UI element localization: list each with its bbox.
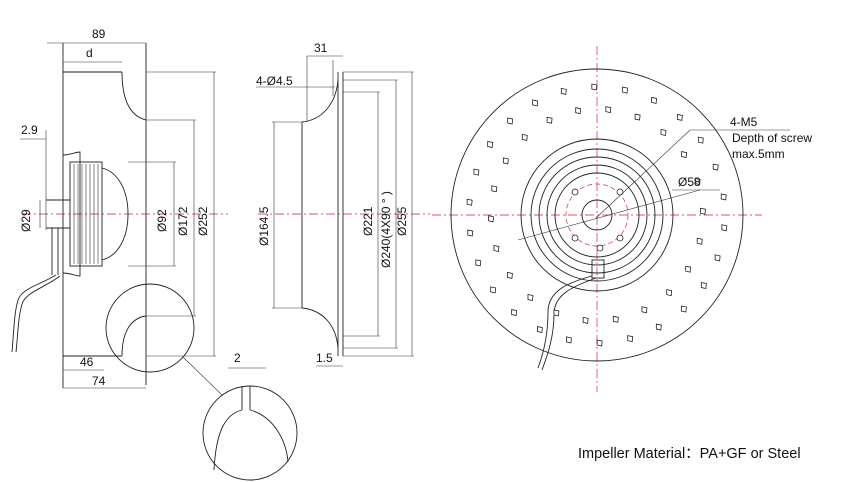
impeller-outer bbox=[450, 68, 744, 362]
cable bbox=[11, 274, 57, 353]
blade-marker bbox=[712, 163, 719, 171]
blade-marker bbox=[720, 193, 727, 201]
dim-31: 31 bbox=[314, 41, 328, 55]
dim-ring-dia: Ø172 bbox=[176, 206, 190, 236]
dim-inlet-dia: Ø164.5 bbox=[257, 206, 271, 246]
blade-marker bbox=[566, 336, 572, 344]
blade-marker bbox=[700, 207, 706, 215]
blade-marker bbox=[714, 254, 721, 262]
blade-marker bbox=[532, 99, 539, 107]
blade-marker bbox=[473, 168, 480, 176]
blade-marker bbox=[685, 265, 692, 273]
dim-255: Ø255 bbox=[395, 206, 409, 236]
blade-marker bbox=[490, 286, 497, 294]
front-view: 4-M5 Depth of screw max.5mm Ø58 bbox=[432, 46, 812, 392]
blade-marker bbox=[605, 106, 612, 114]
blade-marker bbox=[596, 339, 603, 347]
blade-marker bbox=[491, 185, 498, 193]
blade-marker bbox=[680, 305, 687, 313]
screw-holes bbox=[571, 188, 624, 252]
dim-holes: 4-Ø4.5 bbox=[256, 74, 293, 88]
blade-marker bbox=[502, 157, 509, 165]
blade-marker bbox=[634, 113, 641, 121]
blade-marker bbox=[694, 178, 701, 186]
blade-marker bbox=[507, 117, 514, 125]
side-view: 89 d 2.9 Ø29 Ø92 Ø172 Ø252 46 74 bbox=[11, 27, 228, 396]
blade-marker bbox=[536, 326, 543, 334]
blade-marker bbox=[622, 86, 628, 94]
callout-depth-line1: Depth of screw bbox=[732, 131, 812, 145]
dim-221: Ø221 bbox=[361, 206, 375, 236]
dim-58: Ø58 bbox=[678, 175, 701, 189]
blade-marker bbox=[660, 128, 667, 136]
blade-marker bbox=[612, 315, 619, 323]
dim-46: 46 bbox=[80, 355, 94, 369]
dim-240: Ø240(4X90 ° ) bbox=[379, 191, 393, 268]
blade-marker bbox=[591, 83, 598, 91]
dim-hub-offset: 2.9 bbox=[21, 123, 38, 137]
dim-detail-2: 2 bbox=[234, 351, 241, 365]
blade-marker bbox=[627, 335, 634, 343]
callout-screws: 4-M5 bbox=[730, 115, 758, 129]
dim-74: 74 bbox=[92, 374, 106, 388]
dim-1-5: 1.5 bbox=[316, 351, 333, 365]
blade-marker bbox=[666, 289, 673, 297]
blade-marker bbox=[575, 107, 582, 115]
blade-marker bbox=[700, 282, 707, 289]
material-caption: Impeller Material：PA+GF or Steel bbox=[578, 446, 801, 462]
blade-marker bbox=[527, 294, 534, 302]
blade-marker bbox=[467, 229, 474, 237]
blade-marker bbox=[721, 224, 728, 232]
detail-view: 2 bbox=[202, 351, 298, 481]
blade-marker bbox=[641, 306, 648, 314]
blade-marker bbox=[475, 259, 482, 267]
inlet-ring-view: 31 4-Ø4.5 Ø164.5 Ø221 Ø240(4X90 ° ) Ø255… bbox=[256, 41, 430, 367]
callout-depth-line2: max.5mm bbox=[732, 147, 785, 161]
blade-marker bbox=[493, 244, 500, 252]
dim-overall-width: 89 bbox=[92, 27, 106, 41]
blade-marker bbox=[487, 141, 494, 148]
blade-marker bbox=[697, 136, 704, 144]
blade-marker bbox=[676, 113, 683, 121]
blade-marker bbox=[521, 133, 528, 141]
blade-marker bbox=[466, 198, 473, 206]
blade-marker bbox=[553, 309, 560, 317]
dim-outer-dia: Ø252 bbox=[196, 206, 210, 236]
blade-marker bbox=[511, 309, 518, 317]
blade-marker bbox=[696, 237, 703, 245]
blade-markers-inner bbox=[488, 106, 706, 324]
blade-marker bbox=[546, 116, 553, 124]
detail-circle bbox=[105, 283, 195, 373]
blade-marker bbox=[655, 323, 662, 331]
blade-marker bbox=[582, 316, 589, 324]
blade-marker bbox=[681, 151, 688, 159]
blade-markers-outer bbox=[466, 83, 728, 347]
dim-motor-dia: Ø92 bbox=[155, 209, 169, 232]
dim-hub-dia: Ø29 bbox=[19, 209, 33, 232]
blade-marker bbox=[488, 215, 495, 223]
blade-marker bbox=[507, 271, 513, 279]
dim-d: d bbox=[86, 46, 93, 60]
motor-fins bbox=[73, 164, 99, 264]
blade-marker bbox=[651, 96, 658, 104]
blade-marker bbox=[560, 87, 567, 95]
